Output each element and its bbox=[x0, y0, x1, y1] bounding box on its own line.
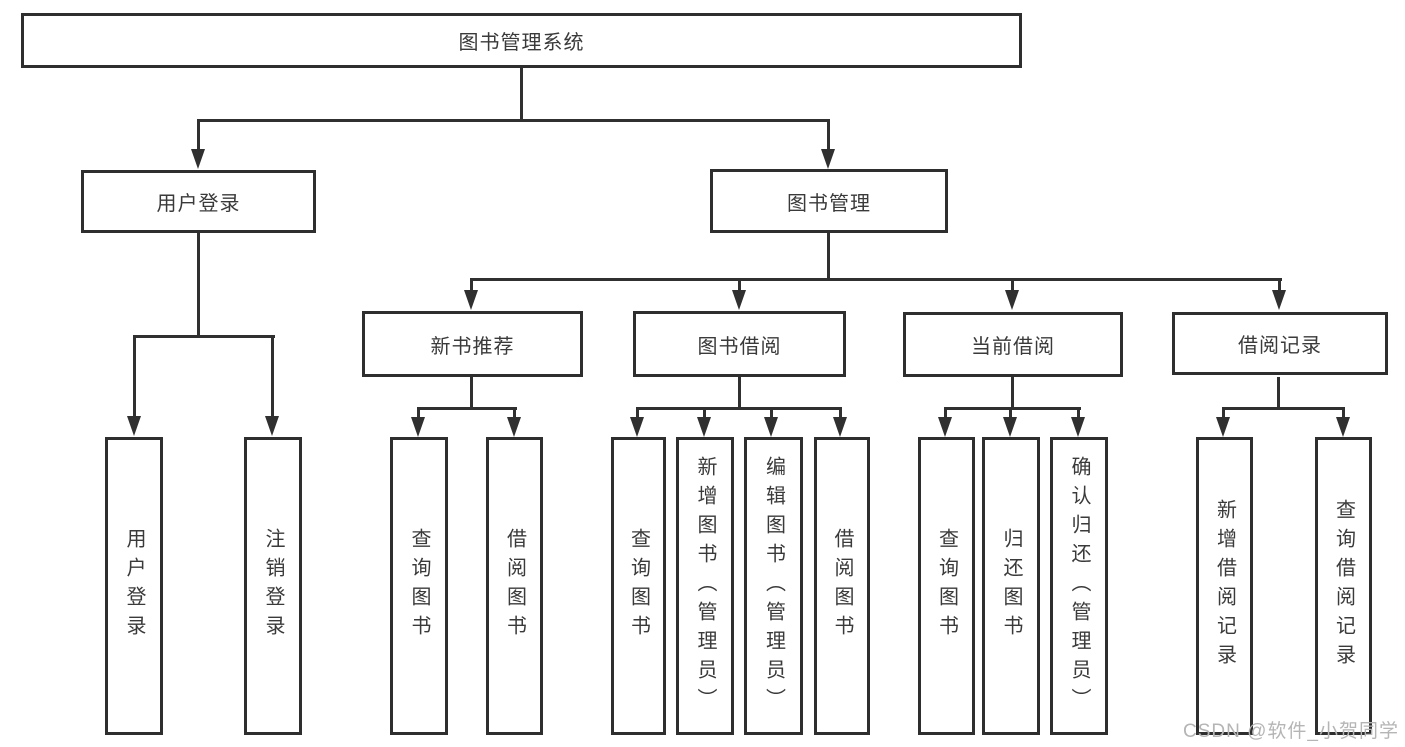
connector-line bbox=[1342, 407, 1345, 418]
leaf-confirm-return-admin: 确认归还（管理员） bbox=[1050, 437, 1108, 735]
connector-line bbox=[513, 407, 516, 418]
leaf-query-borrow-record: 查询借阅记录 bbox=[1315, 437, 1372, 735]
leaf-query-books-current: 查询图书 bbox=[918, 437, 975, 735]
connector-line bbox=[271, 335, 274, 417]
connector-line bbox=[1222, 407, 1345, 410]
connector-line bbox=[1277, 377, 1280, 409]
leaf-add-borrow-record-label: 新增借阅记录 bbox=[1213, 499, 1236, 673]
connector-line bbox=[470, 278, 473, 291]
arrow-down-icon bbox=[464, 290, 478, 310]
connector-line bbox=[1222, 407, 1225, 418]
node-root-library-system: 图书管理系统 bbox=[21, 13, 1022, 68]
connector-line bbox=[417, 407, 517, 410]
arrow-down-icon bbox=[411, 417, 425, 437]
connector-line bbox=[944, 407, 947, 418]
connector-line bbox=[1011, 377, 1014, 409]
connector-line bbox=[944, 407, 1081, 410]
arrow-down-icon bbox=[938, 417, 952, 437]
node-user-login: 用户登录 bbox=[81, 170, 316, 233]
node-current-borrow: 当前借阅 bbox=[903, 312, 1123, 377]
connector-line bbox=[417, 407, 420, 418]
arrow-down-icon bbox=[630, 417, 644, 437]
connector-line bbox=[770, 407, 773, 418]
connector-line bbox=[197, 233, 200, 337]
arrow-down-icon bbox=[821, 149, 835, 169]
arrow-down-icon bbox=[1071, 417, 1085, 437]
node-new-book-recommend-label: 新书推荐 bbox=[430, 335, 515, 358]
node-book-borrow: 图书借阅 bbox=[633, 311, 846, 377]
leaf-borrow-books-label: 借阅图书 bbox=[831, 528, 853, 644]
arrow-down-icon bbox=[1005, 290, 1019, 310]
connector-line bbox=[133, 335, 275, 338]
arrow-down-icon bbox=[265, 416, 279, 436]
leaf-query-books-recommend-label: 查询图书 bbox=[408, 528, 430, 644]
node-root-label: 图书管理系统 bbox=[458, 32, 585, 54]
connector-line bbox=[471, 278, 1282, 281]
leaf-query-books-borrow-label: 查询图书 bbox=[627, 528, 650, 644]
connector-line bbox=[1009, 407, 1012, 418]
connector-line bbox=[520, 68, 523, 121]
node-user-login-label: 用户登录 bbox=[156, 193, 241, 215]
leaf-edit-book-admin: 编辑图书（管理员） bbox=[744, 437, 803, 735]
arrow-down-icon bbox=[1003, 417, 1017, 437]
connector-line bbox=[470, 377, 473, 409]
arrow-down-icon bbox=[1272, 290, 1286, 310]
leaf-add-book-admin-label: 新增图书（管理员） bbox=[694, 455, 716, 717]
leaf-query-borrow-record-label: 查询借阅记录 bbox=[1332, 499, 1355, 673]
node-new-book-recommend: 新书推荐 bbox=[362, 311, 583, 377]
leaf-query-books-borrow: 查询图书 bbox=[611, 437, 666, 735]
connector-line bbox=[636, 407, 639, 418]
leaf-return-book-label: 归还图书 bbox=[1000, 528, 1022, 644]
leaf-confirm-return-admin-label: 确认归还（管理员） bbox=[1068, 455, 1090, 717]
leaf-query-books-current-label: 查询图书 bbox=[935, 528, 958, 644]
connector-line bbox=[1011, 278, 1014, 291]
arrow-down-icon bbox=[127, 416, 141, 436]
leaf-add-borrow-record: 新增借阅记录 bbox=[1196, 437, 1253, 735]
leaf-query-books-recommend: 查询图书 bbox=[390, 437, 448, 735]
node-current-borrow-label: 当前借阅 bbox=[971, 336, 1055, 358]
arrow-down-icon bbox=[833, 417, 847, 437]
csdn-watermark: CSDN @软件_小贺同学 bbox=[1183, 721, 1399, 742]
arrow-down-icon bbox=[697, 417, 711, 437]
leaf-edit-book-admin-label: 编辑图书（管理员） bbox=[762, 455, 785, 717]
leaf-add-book-admin: 新增图书（管理员） bbox=[676, 437, 734, 735]
leaf-user-login: 用户登录 bbox=[105, 437, 163, 735]
leaf-borrow-books-recommend-label: 借阅图书 bbox=[503, 528, 526, 644]
leaf-return-book: 归还图书 bbox=[982, 437, 1040, 735]
node-book-borrow-label: 图书借阅 bbox=[697, 335, 782, 358]
leaf-borrow-books-recommend: 借阅图书 bbox=[486, 437, 543, 735]
arrow-down-icon bbox=[191, 149, 205, 169]
connector-line bbox=[738, 278, 741, 291]
connector-line bbox=[197, 119, 200, 151]
arrow-down-icon bbox=[1336, 417, 1350, 437]
node-borrow-records-label: 借阅记录 bbox=[1238, 335, 1322, 357]
connector-line bbox=[827, 233, 830, 280]
connector-line bbox=[1077, 407, 1080, 418]
connector-line bbox=[133, 335, 136, 417]
connector-line bbox=[1278, 278, 1281, 291]
leaf-logout: 注销登录 bbox=[244, 437, 302, 735]
connector-line bbox=[738, 377, 741, 409]
connector-line bbox=[827, 119, 830, 151]
node-book-management-label: 图书管理 bbox=[787, 192, 871, 215]
arrow-down-icon bbox=[1216, 417, 1230, 437]
leaf-user-login-label: 用户登录 bbox=[123, 528, 145, 644]
connector-line bbox=[703, 407, 706, 418]
connector-line bbox=[636, 407, 842, 410]
node-borrow-records: 借阅记录 bbox=[1172, 312, 1388, 375]
node-book-management: 图书管理 bbox=[710, 169, 948, 233]
leaf-borrow-books: 借阅图书 bbox=[814, 437, 870, 735]
arrow-down-icon bbox=[732, 290, 746, 310]
arrow-down-icon bbox=[764, 417, 778, 437]
arrow-down-icon bbox=[507, 417, 521, 437]
leaf-logout-label: 注销登录 bbox=[262, 528, 284, 644]
connector-line bbox=[197, 119, 830, 122]
connector-line bbox=[839, 407, 842, 418]
